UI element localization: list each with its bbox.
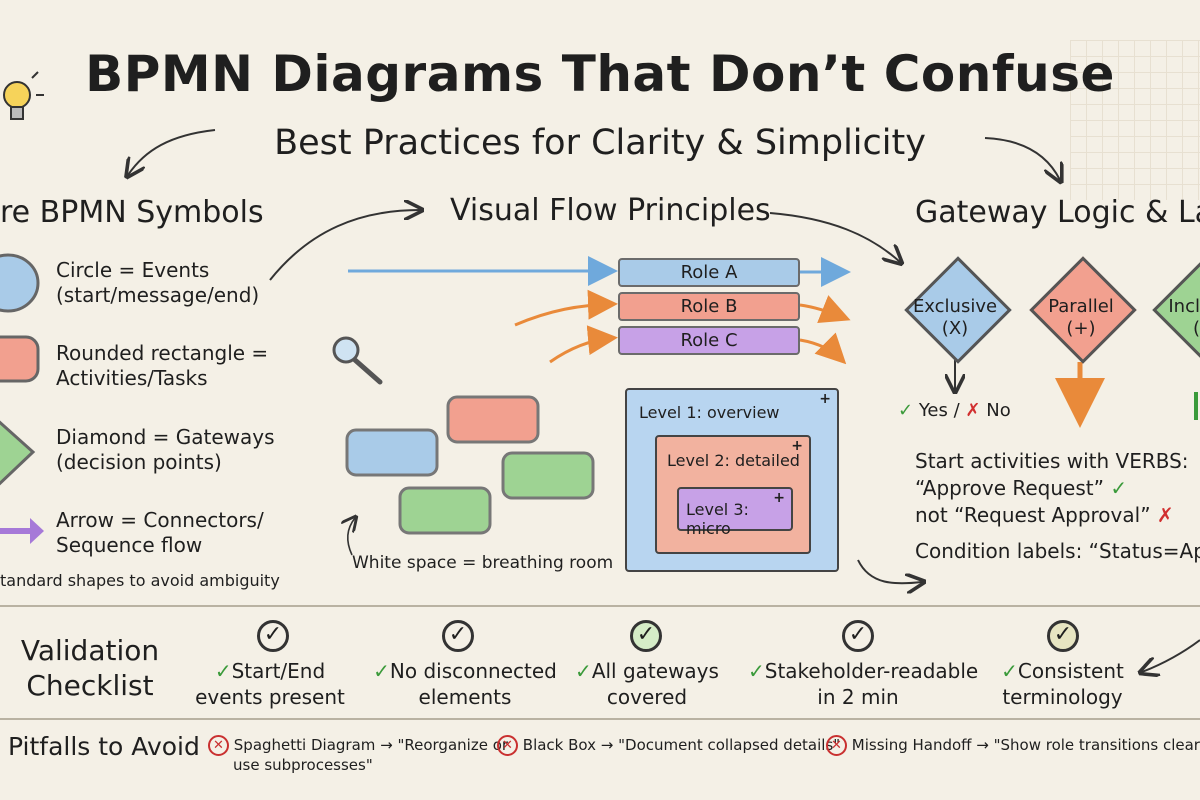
check-circle-icon: ✓ bbox=[842, 620, 874, 652]
yes-no-labels: ✓ Yes / ✗ No bbox=[898, 400, 1011, 421]
lane-arrow-orange-out-1 bbox=[799, 295, 851, 324]
checklist-item-4: ✓Stakeholder-readable in 2 min bbox=[748, 659, 979, 709]
cross-icon: ✗ bbox=[965, 400, 981, 421]
graph-paper-corner bbox=[1070, 40, 1200, 200]
arrow-title-to-symbols bbox=[128, 129, 216, 175]
level-2-label: Level 2: detailed bbox=[667, 451, 800, 470]
verb-rule-text: Start activities with VERBS: bbox=[915, 449, 1189, 473]
symbol-circle-text: Circle = Events(start/message/end) bbox=[56, 258, 260, 307]
arrow-whitespace bbox=[348, 518, 355, 556]
arrow-symbols-to-flow bbox=[269, 210, 420, 281]
arrow-gateway-to-checklist bbox=[1142, 639, 1200, 672]
lane-role-c: Role C bbox=[618, 326, 800, 355]
level-1-label: Level 1: overview bbox=[639, 403, 780, 422]
level-3-box: Level 3: micro + bbox=[677, 487, 793, 538]
symbols-heading: re BPMN Symbols bbox=[0, 195, 264, 230]
lane-arrow-orange-1 bbox=[514, 289, 618, 327]
x-circle-icon: ✕ bbox=[208, 735, 229, 756]
check-icon: ✓ bbox=[1110, 476, 1128, 500]
whitespace-box-red bbox=[446, 395, 540, 444]
check-circle-icon: ✓ bbox=[257, 620, 289, 652]
level-1-box: Level 1: overview + Level 2: detailed + … bbox=[625, 388, 839, 572]
event-circle-icon bbox=[0, 253, 40, 313]
lane-arrow-orange-out-2 bbox=[799, 332, 847, 365]
level-3-label: Level 3: micro bbox=[686, 500, 749, 538]
level-2-box: Level 2: detailed + Level 3: micro + bbox=[655, 435, 811, 554]
page-title: BPMN Diagrams That Don’t Confuse bbox=[85, 45, 1115, 103]
check-circle-icon: ✓ bbox=[630, 620, 662, 652]
gateway-heading: Gateway Logic & Lab bbox=[915, 195, 1200, 230]
parallel-gateway-label: Parallel(+) bbox=[1048, 296, 1114, 339]
cross-icon: ✗ bbox=[1156, 503, 1174, 527]
checklist-item-1: ✓Start/End events present bbox=[195, 659, 345, 709]
symbols-note: tandard shapes to avoid ambiguity bbox=[0, 571, 280, 590]
pitfall-item-1: ✕ Spaghetti Diagram → "Reorganize or use… bbox=[208, 735, 508, 774]
magnifier-icon bbox=[332, 336, 383, 385]
pitfall-item-2: ✕ Black Box → "Document collapsed detail… bbox=[497, 735, 840, 756]
checklist-item-5: ✓Consistent terminology bbox=[1001, 659, 1124, 709]
condition-labels-text: Condition labels: “Status=Appro bbox=[915, 539, 1200, 563]
x-circle-icon: ✕ bbox=[826, 735, 847, 756]
gateway-diamond-icon bbox=[0, 420, 36, 486]
expand-icon: + bbox=[791, 438, 803, 454]
check-icon: ✓ bbox=[898, 400, 914, 421]
flow-heading: Visual Flow Principles bbox=[450, 193, 771, 228]
arrow-levels-to-gateway bbox=[857, 559, 922, 583]
page-subtitle: Best Practices for Clarity & Simplicity bbox=[274, 123, 926, 163]
section-divider bbox=[0, 718, 1200, 720]
exclusive-gateway-label: Exclusive(X) bbox=[912, 296, 998, 339]
whitespace-box-blue bbox=[345, 428, 439, 477]
good-example: “Approve Request” ✓ bbox=[915, 476, 1128, 500]
expand-icon: + bbox=[819, 391, 831, 407]
whitespace-box-green-2 bbox=[501, 451, 595, 500]
pitfall-item-3: ✕ Missing Handoff → "Show role transitio… bbox=[826, 735, 1200, 756]
activity-rect-icon bbox=[0, 335, 40, 383]
section-divider bbox=[0, 605, 1200, 607]
pitfalls-heading: Pitfalls to Avoid bbox=[8, 732, 200, 761]
inclusive-gateway-label: Incl( bbox=[1168, 296, 1200, 339]
bad-example: not “Request Approval” ✗ bbox=[915, 503, 1174, 527]
lane-role-b: Role B bbox=[618, 292, 800, 321]
check-circle-icon: ✓ bbox=[1047, 620, 1079, 652]
arrow-flow-to-gateway bbox=[769, 212, 900, 262]
lane-role-a: Role A bbox=[618, 258, 800, 287]
checklist-item-3: ✓All gateways covered bbox=[575, 659, 719, 709]
arrow-subtitle-to-gateway bbox=[984, 137, 1060, 180]
symbol-diamond-text: Diamond = Gateways(decision points) bbox=[56, 425, 275, 474]
whitespace-box-green-1 bbox=[398, 486, 492, 535]
symbol-rect-text: Rounded rectangle =Activities/Tasks bbox=[56, 341, 269, 390]
whitespace-note: White space = breathing room bbox=[352, 553, 614, 573]
check-circle-icon: ✓ bbox=[442, 620, 474, 652]
lightbulb-icon bbox=[3, 71, 44, 120]
expand-icon: + bbox=[773, 490, 785, 506]
symbol-arrow-text: Arrow = Connectors/Sequence flow bbox=[56, 508, 264, 557]
checklist-item-2: ✓No disconnected elements bbox=[373, 659, 557, 709]
lane-arrow-orange-2 bbox=[549, 325, 618, 364]
x-circle-icon: ✕ bbox=[497, 735, 518, 756]
